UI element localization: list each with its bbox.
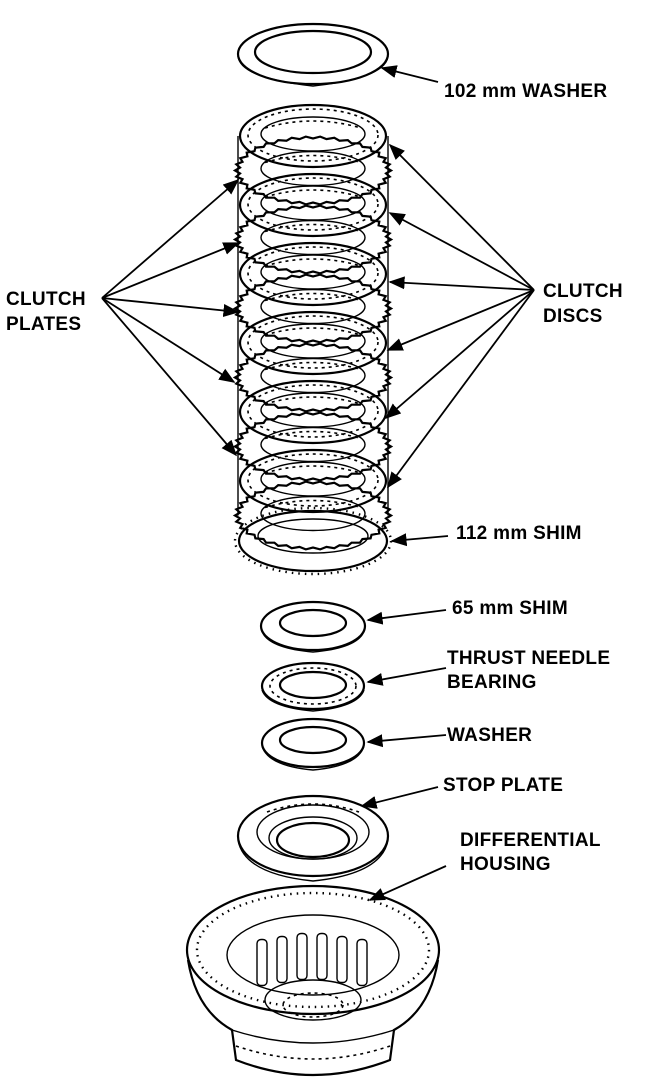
thrust-needle-bearing-part — [260, 661, 366, 712]
label-thrust-needle-line1: THRUST NEEDLE — [447, 648, 610, 669]
clutch-disc — [238, 310, 388, 376]
label-clutch-discs-line2: DISCS — [543, 306, 603, 327]
clutch-plate — [232, 342, 394, 413]
clutch-stack-part — [232, 103, 394, 551]
label-washer: WASHER — [447, 725, 532, 746]
clutch-plate — [232, 135, 394, 206]
label-differential-line1: DIFFERENTIAL — [460, 830, 601, 851]
clutch-disc — [238, 103, 388, 169]
clutch-disc — [238, 172, 388, 238]
label-clutch-discs-line1: CLUTCH — [543, 281, 623, 302]
housing-window-slot — [336, 935, 348, 984]
label-65mm-shim: 65 mm SHIM — [452, 598, 568, 619]
clutch-disc — [238, 241, 388, 307]
housing-window-slot — [296, 932, 308, 981]
washer-102mm-part — [236, 22, 390, 87]
housing-window-slot — [256, 938, 268, 987]
label-112mm-shim: 112 mm SHIM — [456, 523, 582, 544]
shim-112mm-part — [233, 506, 393, 576]
clutch-disc — [238, 448, 388, 514]
differential-housing-part — [185, 884, 441, 1077]
housing-window-slot — [316, 932, 328, 981]
clutch-disc — [238, 379, 388, 445]
housing-window-slot — [276, 935, 288, 984]
clutch-plate — [232, 411, 394, 482]
part-labels: 102 mm WASHER CLUTCH PLATES CLUTCH DISCS… — [6, 81, 623, 875]
label-clutch-plates-line2: PLATES — [6, 314, 81, 335]
stop-plate-part — [236, 794, 390, 882]
label-102mm-washer: 102 mm WASHER — [444, 81, 607, 102]
washer-part — [260, 717, 366, 771]
clutch-plate — [232, 273, 394, 344]
housing-window-slot — [356, 938, 368, 987]
label-thrust-needle-line2: BEARING — [447, 672, 537, 693]
clutch-plate — [232, 480, 394, 551]
leader-lines — [101, 65, 535, 901]
label-clutch-plates-line1: CLUTCH — [6, 289, 86, 310]
label-differential-line2: HOUSING — [460, 854, 551, 875]
clutch-plate — [232, 204, 394, 275]
shim-65mm-part — [259, 600, 367, 653]
label-stop-plate: STOP PLATE — [443, 775, 563, 796]
